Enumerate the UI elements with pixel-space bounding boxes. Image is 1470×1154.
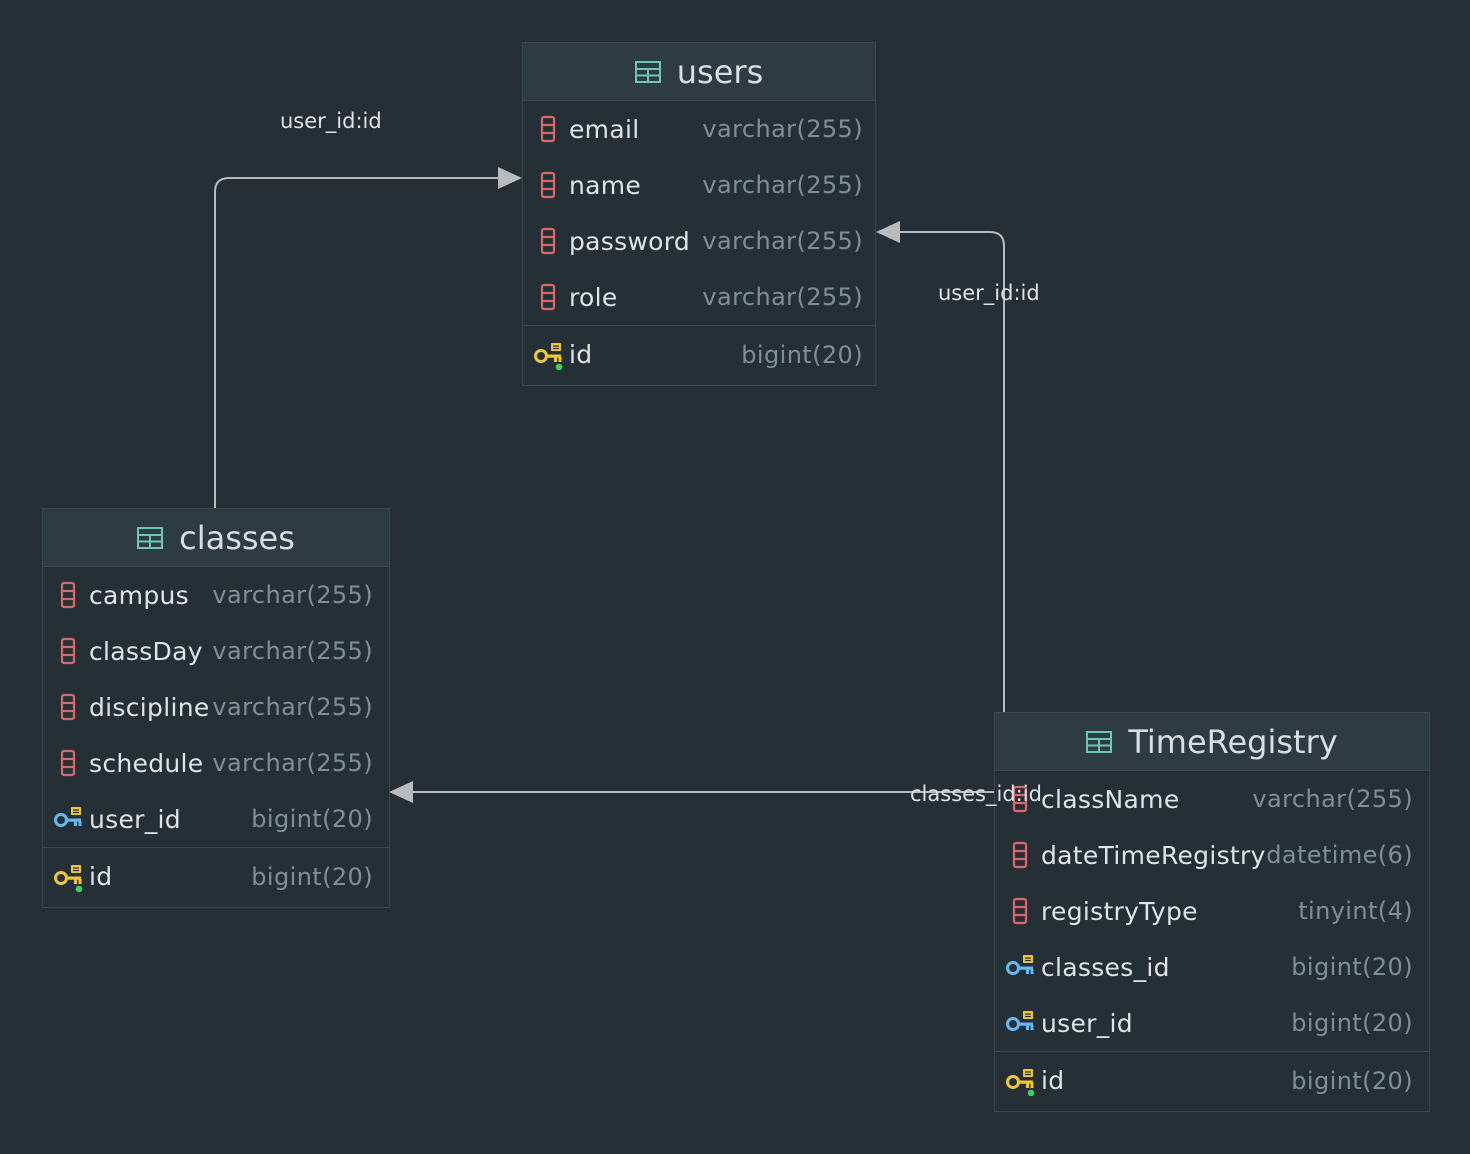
column-type: varchar(255) bbox=[702, 227, 863, 255]
column-type: varchar(255) bbox=[212, 581, 373, 609]
column-type: varchar(255) bbox=[212, 693, 373, 721]
edge-label-classes-users: user_id:id bbox=[280, 109, 382, 133]
column-icon bbox=[540, 227, 556, 255]
column-icon bbox=[60, 637, 76, 665]
column-row[interactable]: campus varchar(255) bbox=[43, 567, 389, 623]
column-name: classDay bbox=[89, 636, 203, 666]
column-type: bigint(20) bbox=[251, 805, 373, 833]
table-icon bbox=[1086, 730, 1113, 753]
column-type: bigint(20) bbox=[1291, 1066, 1413, 1095]
column-icon bbox=[540, 115, 556, 143]
edge-timeregistry-classes-arrowhead bbox=[389, 781, 413, 803]
table-title: TimeRegistry bbox=[1128, 722, 1338, 761]
column-name: email bbox=[569, 114, 640, 144]
table-header[interactable]: users bbox=[523, 43, 875, 101]
column-name: user_id bbox=[89, 804, 181, 834]
column-row[interactable]: role varchar(255) bbox=[523, 269, 875, 325]
table-header[interactable]: TimeRegistry bbox=[995, 713, 1429, 771]
column-type: varchar(255) bbox=[702, 283, 863, 311]
column-name: id bbox=[89, 862, 113, 891]
column-name: registryType bbox=[1041, 896, 1198, 926]
primary-key-row[interactable]: id bigint(20) bbox=[995, 1051, 1429, 1109]
table-header[interactable]: classes bbox=[43, 509, 389, 567]
column-name: className bbox=[1041, 784, 1180, 814]
column-name: password bbox=[569, 226, 691, 256]
column-type: bigint(20) bbox=[1291, 953, 1413, 981]
column-type: datetime(6) bbox=[1266, 841, 1413, 869]
column-name: dateTimeRegistry bbox=[1041, 840, 1266, 870]
column-icon bbox=[60, 581, 76, 609]
column-name: name bbox=[569, 170, 642, 200]
foreign-key-icon bbox=[1006, 1011, 1034, 1031]
column-row[interactable]: user_id bigint(20) bbox=[995, 995, 1429, 1051]
column-type: bigint(20) bbox=[1291, 1009, 1413, 1037]
column-icon bbox=[1012, 841, 1028, 869]
primary-key-icon bbox=[54, 864, 83, 892]
column-row[interactable]: password varchar(255) bbox=[523, 213, 875, 269]
foreign-key-icon bbox=[54, 807, 82, 827]
column-row[interactable]: classDay varchar(255) bbox=[43, 623, 389, 679]
table-title: classes bbox=[179, 518, 295, 557]
column-row[interactable]: email varchar(255) bbox=[523, 101, 875, 157]
edge-label-timeregistry-users: user_id:id bbox=[938, 281, 1040, 305]
column-name: schedule bbox=[89, 748, 204, 778]
edge-label-timeregistry-classes: classes_id:id bbox=[910, 782, 1042, 806]
column-icon bbox=[1012, 897, 1028, 925]
table-title: users bbox=[676, 52, 764, 91]
edge-timeregistry-users-arrowhead bbox=[876, 221, 900, 243]
column-icon bbox=[60, 693, 76, 721]
column-row[interactable]: registryType tinyint(4) bbox=[995, 883, 1429, 939]
column-icon bbox=[540, 283, 556, 311]
column-icon bbox=[60, 749, 76, 777]
primary-key-icon bbox=[534, 342, 563, 370]
column-row[interactable]: user_id bigint(20) bbox=[43, 791, 389, 847]
primary-key-row[interactable]: id bigint(20) bbox=[523, 325, 875, 383]
column-type: varchar(255) bbox=[1252, 785, 1413, 813]
edge-classes-users[interactable] bbox=[214, 177, 510, 508]
column-name: discipline bbox=[89, 692, 210, 722]
edge-classes-users-arrowhead bbox=[498, 167, 522, 189]
column-row[interactable]: classes_id bigint(20) bbox=[995, 939, 1429, 995]
column-type: varchar(255) bbox=[212, 749, 373, 777]
column-name: id bbox=[1041, 1066, 1065, 1095]
table-icon bbox=[137, 526, 164, 549]
column-name: classes_id bbox=[1041, 952, 1170, 982]
table-icon bbox=[634, 60, 661, 83]
column-type: tinyint(4) bbox=[1298, 897, 1413, 925]
column-row[interactable]: className varchar(255) bbox=[995, 771, 1429, 827]
column-name: id bbox=[569, 340, 593, 369]
column-name: role bbox=[569, 282, 618, 312]
primary-key-icon bbox=[1006, 1068, 1035, 1096]
column-icon bbox=[540, 171, 556, 199]
column-type: bigint(20) bbox=[741, 340, 863, 369]
column-name: user_id bbox=[1041, 1008, 1133, 1038]
column-row[interactable]: name varchar(255) bbox=[523, 157, 875, 213]
column-name: campus bbox=[89, 580, 189, 610]
primary-key-row[interactable]: id bigint(20) bbox=[43, 847, 389, 905]
column-row[interactable]: schedule varchar(255) bbox=[43, 735, 389, 791]
column-type: varchar(255) bbox=[702, 115, 863, 143]
edge-timeregistry-users[interactable] bbox=[888, 231, 1005, 712]
foreign-key-icon bbox=[1006, 955, 1034, 975]
column-icon bbox=[1012, 785, 1028, 813]
column-type: varchar(255) bbox=[702, 171, 863, 199]
column-type: varchar(255) bbox=[212, 637, 373, 665]
table-classes[interactable]: classes campus varchar(255) classDay varcha… bbox=[42, 508, 390, 908]
table-timeregistry[interactable]: TimeRegistry className varchar(255) dateTi… bbox=[994, 712, 1430, 1112]
column-type: bigint(20) bbox=[251, 862, 373, 891]
